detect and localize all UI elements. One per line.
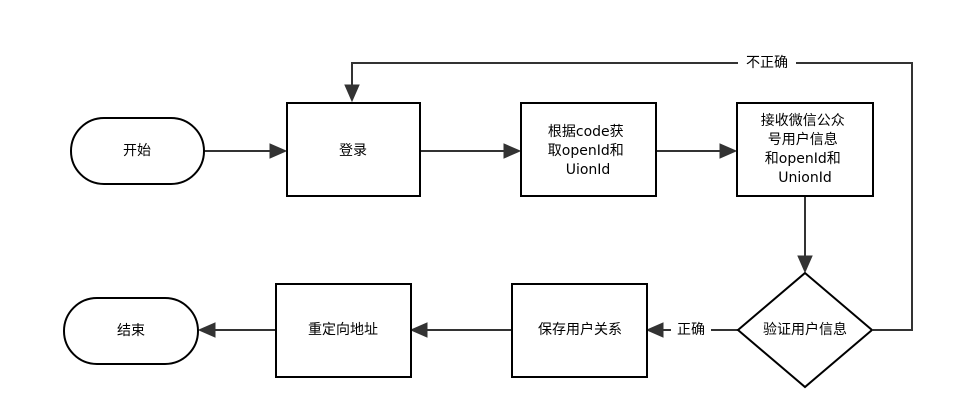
arrowhead-redirect <box>409 322 428 338</box>
end-node <box>63 297 199 365</box>
redirect-node <box>275 283 412 378</box>
edge-labels: 不正确 正确 <box>671 54 796 339</box>
arrowhead-save <box>645 322 664 338</box>
receive-info-node <box>736 102 874 197</box>
end-node-label: 结束 <box>117 323 145 339</box>
save-relation-node <box>511 283 648 378</box>
edge-label-incorrect: 不正确 <box>746 55 788 71</box>
verify-decision-node <box>736 271 874 389</box>
login-node <box>286 102 421 197</box>
nodes: 开始 登录 根据code获 取openId和 UionId 接收微信公众 号用户… <box>63 102 874 389</box>
arrowhead-verify <box>797 255 813 274</box>
arrowhead-login <box>269 143 288 159</box>
redirect-node-label: 重定向地址 <box>308 322 378 338</box>
login-node-label: 登录 <box>339 143 367 159</box>
start-node <box>70 117 205 185</box>
arrowhead-login-loop <box>344 84 360 103</box>
verify-node-label: 验证用户信息 <box>763 321 847 338</box>
get-openid-node <box>520 102 657 197</box>
edge-label-correct: 正确 <box>677 322 705 338</box>
receive-info-node-label: 接收微信公众 号用户信息 和openId和 UnionId <box>761 112 849 186</box>
get-openid-node-label: 根据code获 取openId和 UionId <box>548 124 628 178</box>
arrowhead-end <box>197 322 216 338</box>
start-node-label: 开始 <box>123 143 151 159</box>
arrowhead-get-openid <box>503 143 522 159</box>
save-relation-node-label: 保存用户关系 <box>538 321 622 338</box>
edge-verify-to-login-loop <box>351 62 913 331</box>
arrowhead-receive <box>719 143 738 159</box>
